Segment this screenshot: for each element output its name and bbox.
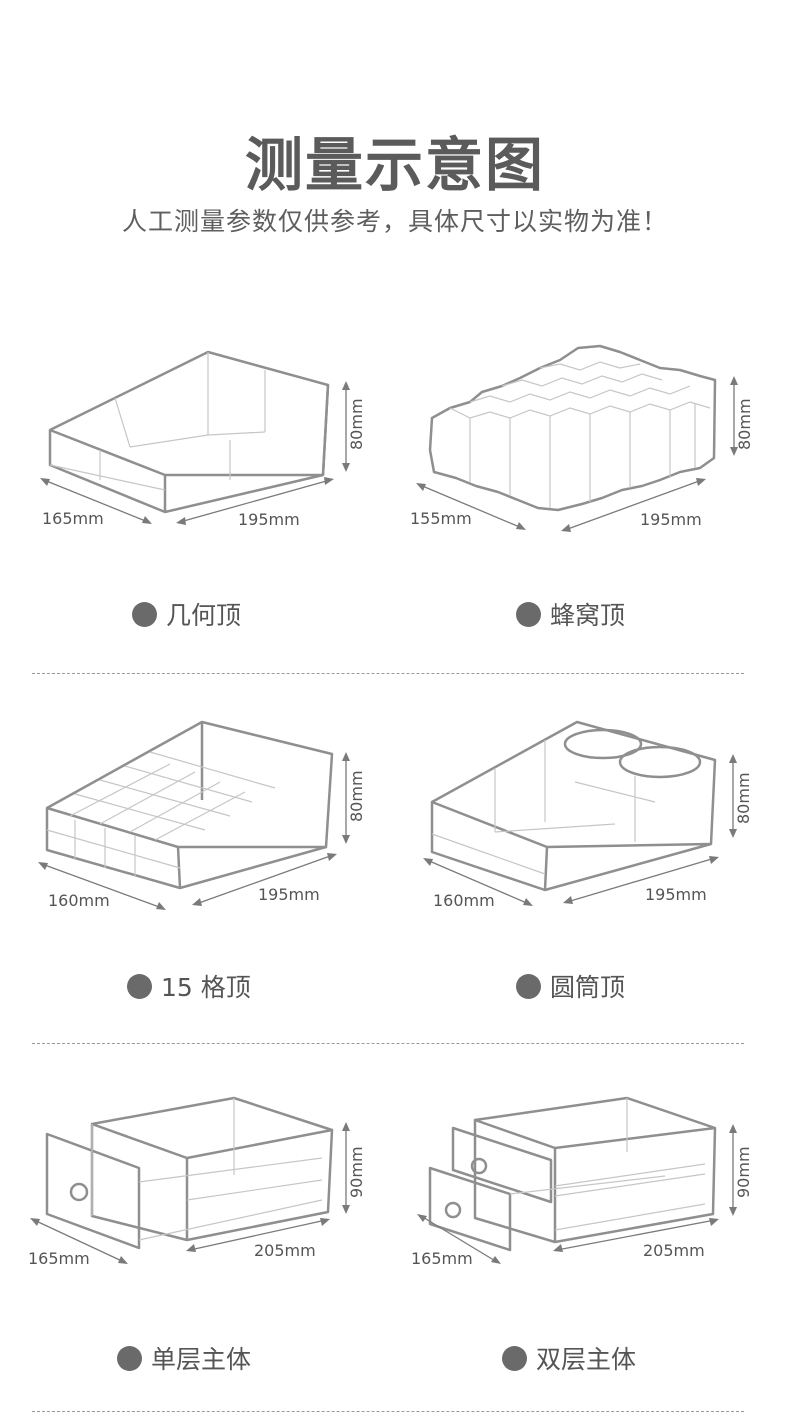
item-name: 15 格顶 — [161, 973, 251, 1002]
page-title: 测量示意图 — [244, 131, 545, 199]
label-honeycomb-top: 蜂窝顶 — [516, 596, 625, 632]
bullet-icon — [516, 973, 541, 999]
double-drawer-body-icon: 90mm 165mm 205mm — [411, 1096, 753, 1268]
item-name: 双层主体 — [536, 1345, 637, 1374]
height-label: 80mm — [735, 398, 754, 450]
bullet-icon — [127, 973, 152, 999]
depth-label: 160mm — [48, 891, 110, 910]
geometric-top-organizer-icon: 80mm 165mm 195mm — [40, 350, 366, 529]
figure-double-drawer: 90mm 165mm 205mm — [405, 1090, 765, 1280]
depth-label: 165mm — [28, 1249, 90, 1268]
item-name: 几何顶 — [166, 601, 242, 630]
depth-label: 165mm — [411, 1249, 473, 1268]
depth-label: 155mm — [410, 509, 472, 528]
label-cylinder-top: 圆筒顶 — [516, 968, 625, 1004]
figure-geometric-top: 80mm 165mm 195mm — [30, 340, 370, 540]
width-label: 195mm — [640, 510, 702, 529]
height-label: 80mm — [734, 772, 753, 824]
figure-15-grid-top: 80mm 160mm 195mm — [30, 712, 370, 912]
height-label: 80mm — [347, 398, 366, 450]
figure-cylinder-top: 80mm 160mm 195mm — [415, 712, 765, 912]
section-divider — [32, 673, 744, 674]
bullet-icon — [502, 1345, 527, 1371]
label-geometric-top: 几何顶 — [132, 596, 241, 632]
cylinder-top-organizer-icon: 80mm 160mm 195mm — [423, 720, 753, 910]
single-drawer-body-icon: 90mm 165mm 205mm — [28, 1096, 366, 1268]
figure-honeycomb-top: 80mm 155mm 195mm — [410, 340, 760, 540]
height-label: 80mm — [347, 770, 366, 822]
width-label: 195mm — [258, 885, 320, 904]
label-15-grid-top: 15 格顶 — [127, 968, 251, 1004]
depth-label: 165mm — [42, 509, 104, 528]
bullet-icon — [516, 601, 541, 627]
section-divider — [32, 1411, 744, 1412]
width-label: 205mm — [254, 1241, 316, 1260]
item-name: 蜂窝顶 — [550, 601, 626, 630]
section-divider — [32, 1043, 744, 1044]
label-single-drawer: 单层主体 — [117, 1340, 251, 1376]
bullet-icon — [132, 601, 157, 627]
bullet-icon — [117, 1345, 142, 1371]
width-label: 195mm — [238, 510, 300, 529]
figure-single-drawer: 90mm 165mm 205mm — [22, 1090, 372, 1280]
height-label: 90mm — [347, 1146, 366, 1198]
width-label: 195mm — [645, 885, 707, 904]
height-label: 90mm — [734, 1146, 753, 1198]
honeycomb-top-organizer-icon: 80mm 155mm 195mm — [410, 344, 754, 532]
item-name: 圆筒顶 — [550, 973, 626, 1002]
label-double-drawer: 双层主体 — [502, 1340, 636, 1376]
depth-label: 160mm — [433, 891, 495, 910]
width-label: 205mm — [643, 1241, 705, 1260]
page-subtitle: 人工测量参数仅供参考，具体尺寸以实物为准！ — [121, 207, 668, 236]
fifteen-grid-top-organizer-icon: 80mm 160mm 195mm — [38, 720, 366, 910]
item-name: 单层主体 — [151, 1345, 252, 1374]
